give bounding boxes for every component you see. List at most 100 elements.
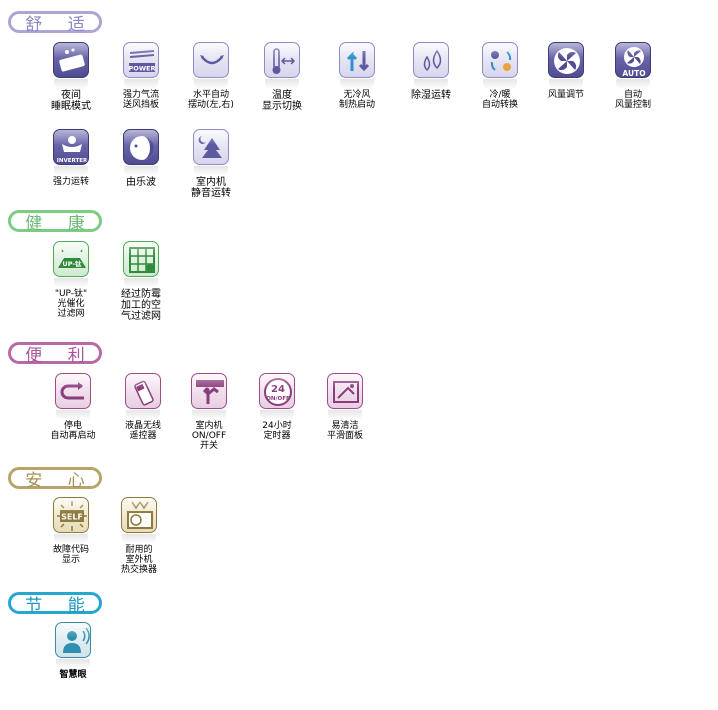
icon-reflection xyxy=(56,659,90,669)
icon-reflection xyxy=(340,79,374,89)
feature-smooth-panel: 易清洁 平滑面板 xyxy=(308,373,382,441)
feature-label: 夜间 睡眠模式 xyxy=(51,90,91,112)
feature-auto-fan: AUTO 自动 风量控制 xyxy=(596,42,670,110)
feature-no-cold-wind: 无冷风 制热启动 xyxy=(320,42,394,110)
feature-temp-display: 温度 显示切换 xyxy=(245,42,319,112)
feature-label: 冷/暖 自动转换 xyxy=(481,90,518,110)
section-title-energy: 节 能 xyxy=(8,592,102,616)
feature-label: 停电 自动再启动 xyxy=(50,421,96,441)
feature-label: 室内机 ON/OFF 开关 xyxy=(191,421,227,451)
icon-reflection xyxy=(265,79,299,89)
feature-horizontal-swing: 水平自动 摆动(左,右) xyxy=(174,42,248,110)
feature-label: 经过防霉 加工的空 气过滤网 xyxy=(121,289,161,322)
section-title-convenience: 便 利 xyxy=(8,342,102,366)
icon-reflection xyxy=(260,410,294,420)
fan-icon xyxy=(548,42,584,78)
icon-reflection xyxy=(54,79,88,89)
feature-auto-restart: 停电 自动再启动 xyxy=(36,373,110,441)
power-text: POWER xyxy=(129,65,156,73)
icon-reflection xyxy=(414,79,448,89)
section-title-comfort: 舒 适 xyxy=(8,11,102,35)
feature-label: 风量调节 xyxy=(547,90,584,100)
outdoor-unit-icon xyxy=(121,497,157,533)
feature-label: 由乐波 xyxy=(126,177,156,188)
feature-durable-exchanger: 耐用的 室外机 热交换器 xyxy=(102,497,176,575)
feature-up-titanium: UP-钛 "UP-钛" 光催化 过滤网 xyxy=(34,241,108,319)
auto-restart-icon xyxy=(55,373,91,409)
feature-label: 24小时 定时器 xyxy=(262,421,292,441)
onoff-switch-icon xyxy=(191,373,227,409)
smooth-panel-icon xyxy=(327,373,363,409)
icon-reflection xyxy=(126,410,160,420)
icon-reflection xyxy=(192,410,226,420)
moon-icon xyxy=(123,129,159,165)
feature-error-code: SELF 故障代码 显示 xyxy=(34,497,108,565)
feature-onoff-switch: 室内机 ON/OFF 开关 xyxy=(172,373,246,451)
feature-quiet-indoor: 室内机 静音运转 xyxy=(174,129,248,199)
self-diagnosis-icon: SELF xyxy=(53,497,89,533)
feature-antimold-filter: 经过防霉 加工的空 气过滤网 xyxy=(104,241,178,322)
horizontal-swing-icon xyxy=(193,42,229,78)
feature-auto-changeover: 冷/暖 自动转换 xyxy=(463,42,537,110)
icon-reflection xyxy=(483,79,517,89)
icon-reflection xyxy=(194,79,228,89)
feature-label: 自动 风量控制 xyxy=(614,90,651,110)
feature-label: 无冷风 制热启动 xyxy=(338,90,375,110)
feature-night-sleep: 夜间 睡眠模式 xyxy=(34,42,108,112)
cool-heat-icon xyxy=(482,42,518,78)
feature-label: 耐用的 室外机 热交换器 xyxy=(120,545,157,575)
feature-power-airflow: POWER 强力气流 送风挡板 xyxy=(104,42,178,110)
power-airflow-icon: POWER xyxy=(123,42,159,78)
icon-reflection xyxy=(328,410,362,420)
feature-label: 水平自动 摆动(左,右) xyxy=(188,90,234,110)
feature-lcd-remote: 液晶无线 遥控器 xyxy=(106,373,180,441)
feature-label: 除湿运转 xyxy=(411,90,451,101)
feature-label: 易清洁 平滑面板 xyxy=(326,421,363,441)
icon-reflection xyxy=(124,79,158,89)
icon-reflection xyxy=(122,534,156,544)
photocatalyst-filter-icon: UP-钛 xyxy=(53,241,89,277)
feature-label: 强力气流 送风挡板 xyxy=(122,90,159,110)
auto-text: AUTO xyxy=(622,69,645,78)
icon-reflection xyxy=(54,534,88,544)
icon-reflection xyxy=(124,278,158,288)
no-cold-wind-icon xyxy=(339,42,375,78)
icon-reflection xyxy=(616,79,650,89)
up-text: UP-钛 xyxy=(62,259,82,268)
icon-reflection xyxy=(194,166,228,176)
feature-intelligent-eye: 智慧眼 xyxy=(36,622,110,680)
feature-powerful: INVERTER 强力运转 xyxy=(34,129,108,187)
icon-reflection xyxy=(56,410,90,420)
water-drop-icon xyxy=(413,42,449,78)
self-text: SELF xyxy=(61,513,83,522)
inverter-icon: INVERTER xyxy=(53,129,89,165)
thermometer-icon xyxy=(264,42,300,78)
auto-fan-icon: AUTO xyxy=(615,42,651,78)
icon-reflection xyxy=(54,166,88,176)
icon-reflection xyxy=(549,79,583,89)
feature-label: 温度 显示切换 xyxy=(262,90,302,112)
timer-onoff-text: ON/OFF xyxy=(266,396,290,402)
intelligent-eye-icon xyxy=(55,622,91,658)
inverter-text: INVERTER xyxy=(57,158,88,164)
feature-label: 故障代码 显示 xyxy=(52,545,89,565)
feature-label: 强力运转 xyxy=(52,177,89,187)
tree-moon-icon xyxy=(193,129,229,165)
icon-reflection xyxy=(54,278,88,288)
icon-reflection xyxy=(124,166,158,176)
section-title-health: 健 康 xyxy=(8,210,102,234)
timer-24-text: 24 xyxy=(271,384,285,395)
feature-label: 智慧眼 xyxy=(59,670,87,680)
section-title-safety: 安 心 xyxy=(8,467,102,491)
feature-label: "UP-钛" 光催化 过滤网 xyxy=(54,289,88,319)
filter-grid-icon xyxy=(123,241,159,277)
feature-label: 液晶无线 遥控器 xyxy=(124,421,161,441)
night-sleep-icon xyxy=(53,42,89,78)
remote-control-icon xyxy=(125,373,161,409)
feature-fan-speed: 风量调节 xyxy=(529,42,603,100)
feature-label: 室内机 静音运转 xyxy=(191,177,231,199)
feature-sleep-wave: 由乐波 xyxy=(104,129,178,188)
feature-dehumidify: 除湿运转 xyxy=(394,42,468,101)
